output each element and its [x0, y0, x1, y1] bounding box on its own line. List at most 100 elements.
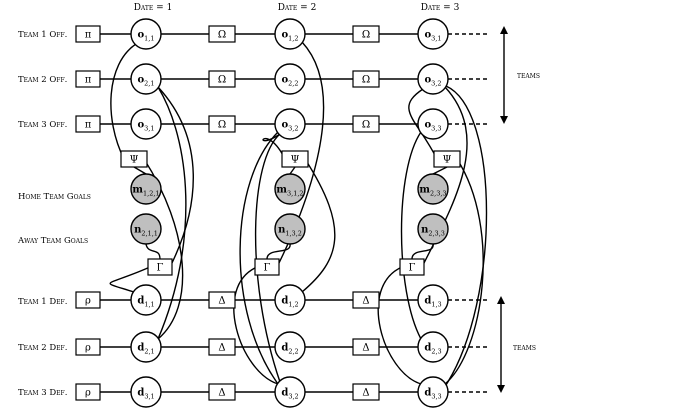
- defense-teams-arrow-head-up: [497, 296, 505, 304]
- defense-transition-b-1: [352, 291, 380, 309]
- row-label-7: Team 2 Def.: [18, 343, 67, 353]
- defense-prior-2: [75, 338, 101, 356]
- offense-node-3-2: [274, 108, 306, 140]
- offense-node-1-3-label: o3,1: [424, 30, 441, 43]
- home-goals-node-3: [417, 173, 449, 205]
- offense-node-2-3-label: o3,2: [424, 75, 441, 88]
- defense-transition-b-2: [352, 338, 380, 356]
- offense-transition-b-1-symbol: Ω: [362, 30, 370, 41]
- defense-transition-b-3: [352, 383, 380, 401]
- home-factor-3-symbol: Ψ: [443, 155, 452, 166]
- offense-teams-arrow-head-up: [500, 26, 508, 34]
- offense-transition-a-1-symbol: Ω: [218, 30, 226, 41]
- defense-transition-b-2-symbol: Δ: [362, 343, 369, 354]
- away-factor-3-symbol: Γ: [409, 263, 416, 274]
- defense-prior-2-symbol: ρ: [85, 343, 91, 354]
- offense-prior-1: [75, 25, 101, 43]
- long-link-1: [157, 86, 187, 340]
- home-factor-1: [120, 150, 148, 168]
- gamma-to-away-goals-2: [266, 243, 291, 260]
- defense-node-3-3-label: d3,3: [424, 388, 441, 401]
- row-label-6: Team 1 Def.: [18, 297, 67, 307]
- offense-node-2-2: [274, 63, 306, 95]
- defense-teams-label: teams: [513, 343, 536, 352]
- offense-node-1-2: [274, 18, 306, 50]
- away-factor-3: [399, 258, 425, 276]
- home-factor-1-symbol: Ψ: [130, 155, 139, 166]
- row-label-2: Team 2 Off.: [18, 75, 67, 85]
- offense-transition-b-3: [352, 115, 380, 133]
- offense-prior-3: [75, 115, 101, 133]
- psi-to-offense-1: [110, 43, 137, 160]
- offense-prior-2: [75, 70, 101, 88]
- gamma-to-offense-1: [157, 86, 194, 268]
- defense-node-1-3: [417, 284, 449, 316]
- away-factor-2: [254, 258, 280, 276]
- defense-transition-a-2-symbol: Δ: [218, 343, 225, 354]
- away-goals-node-2: [274, 213, 306, 245]
- home-goals-node-1: [130, 173, 162, 205]
- defense-prior-3-symbol: ρ: [85, 388, 91, 399]
- defense-node-2-3: [417, 331, 449, 363]
- date-header-3: Date = 3: [421, 3, 460, 13]
- home-factor-2: [281, 150, 309, 168]
- defense-node-2-2: [274, 331, 306, 363]
- away-goals-node-3: [417, 213, 449, 245]
- home-factor-3: [433, 150, 461, 168]
- home-goals-node-2-label: m3,1,2: [276, 185, 303, 198]
- psi-to-home-goals-2: [289, 166, 296, 175]
- defense-transition-a-3: [208, 383, 236, 401]
- long-link-5: [400, 131, 422, 340]
- psi-to-offense-3: [408, 88, 438, 160]
- offense-node-3-2-label: o3,2: [281, 120, 298, 133]
- home-goals-node-2: [274, 173, 306, 205]
- offense-transition-a-3: [208, 115, 236, 133]
- offense-node-3-3: [417, 108, 449, 140]
- offense-node-3-1: [130, 108, 162, 140]
- row-label-3: Team 3 Off.: [18, 120, 67, 130]
- offense-transition-a-3-symbol: Ω: [218, 120, 226, 131]
- offense-node-3-1-label: o3,1: [137, 120, 154, 133]
- defense-teams-arrow-head-down: [497, 385, 505, 393]
- defense-node-3-2: [274, 376, 306, 408]
- row-label-4: Home Team Goals: [18, 192, 91, 202]
- offense-transition-b-3-symbol: Ω: [362, 120, 370, 131]
- row-label-8: Team 3 Def.: [18, 388, 67, 398]
- offense-transition-a-2-symbol: Ω: [218, 75, 226, 86]
- defense-transition-a-1-symbol: Δ: [218, 296, 225, 307]
- defense-node-1-2-label: d1,2: [281, 296, 298, 309]
- away-goals-node-1: [130, 213, 162, 245]
- offense-transition-b-2: [352, 70, 380, 88]
- offense-teams-arrow-head-down: [500, 116, 508, 124]
- offense-node-2-3: [417, 63, 449, 95]
- psi-to-home-goals-3: [432, 166, 448, 175]
- psi-to-defense-3: [444, 158, 484, 385]
- long-link-3: [254, 133, 281, 383]
- away-factor-1-symbol: Γ: [157, 263, 164, 274]
- gamma-to-defense-2: [233, 266, 279, 385]
- away-factor-2-symbol: Γ: [264, 263, 271, 274]
- defense-node-2-1: [130, 331, 162, 363]
- offense-transition-b-1: [352, 25, 380, 43]
- home-factor-2-symbol: Ψ: [291, 155, 300, 166]
- defense-node-2-2-label: d2,2: [281, 343, 298, 356]
- offense-node-3-3-label: o3,3: [424, 120, 441, 133]
- defense-node-1-3-label: d1,3: [424, 296, 441, 309]
- defense-transition-b-1-symbol: Δ: [362, 296, 369, 307]
- row-label-5: Away Team Goals: [17, 236, 88, 246]
- offense-node-2-2-label: o2,2: [281, 75, 298, 88]
- defense-node-1-1: [130, 284, 162, 316]
- away-goals-node-2-label: n1,3,2: [278, 225, 302, 238]
- defense-node-3-1-label: d3,1: [137, 388, 154, 401]
- psi-to-defense-2: [301, 158, 336, 293]
- defense-node-3-2-label: d3,2: [281, 388, 298, 401]
- home-goals-node-3-label: m2,3,3: [419, 185, 446, 198]
- offense-transition-a-2: [208, 70, 236, 88]
- gamma-to-defense-1: [109, 266, 151, 293]
- offense-prior-2-symbol: π: [85, 75, 92, 86]
- defense-prior-1-symbol: ρ: [85, 296, 91, 307]
- gamma-to-defense-3: [377, 266, 422, 385]
